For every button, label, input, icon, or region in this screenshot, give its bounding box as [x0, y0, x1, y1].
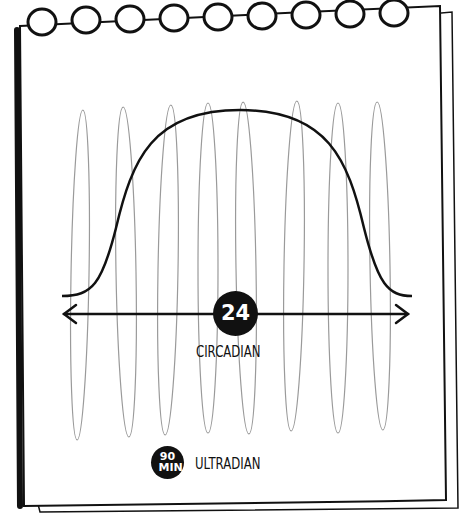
page-outline	[20, 6, 446, 506]
badge-number: 90 MIN	[159, 452, 177, 473]
number-badge: 90 MINULTRADIAN	[151, 446, 184, 479]
spiral-rings	[28, 0, 408, 35]
ultradian-waves	[68, 101, 393, 440]
rhythm-label: CIRCADIAN	[196, 343, 261, 361]
number-badge: 24CIRCADIAN	[213, 291, 258, 336]
circadian-curve	[62, 110, 412, 296]
badge-number: 24	[221, 303, 250, 324]
rhythm-label: ULTRADIAN	[195, 455, 260, 473]
page-spine	[17, 30, 20, 506]
